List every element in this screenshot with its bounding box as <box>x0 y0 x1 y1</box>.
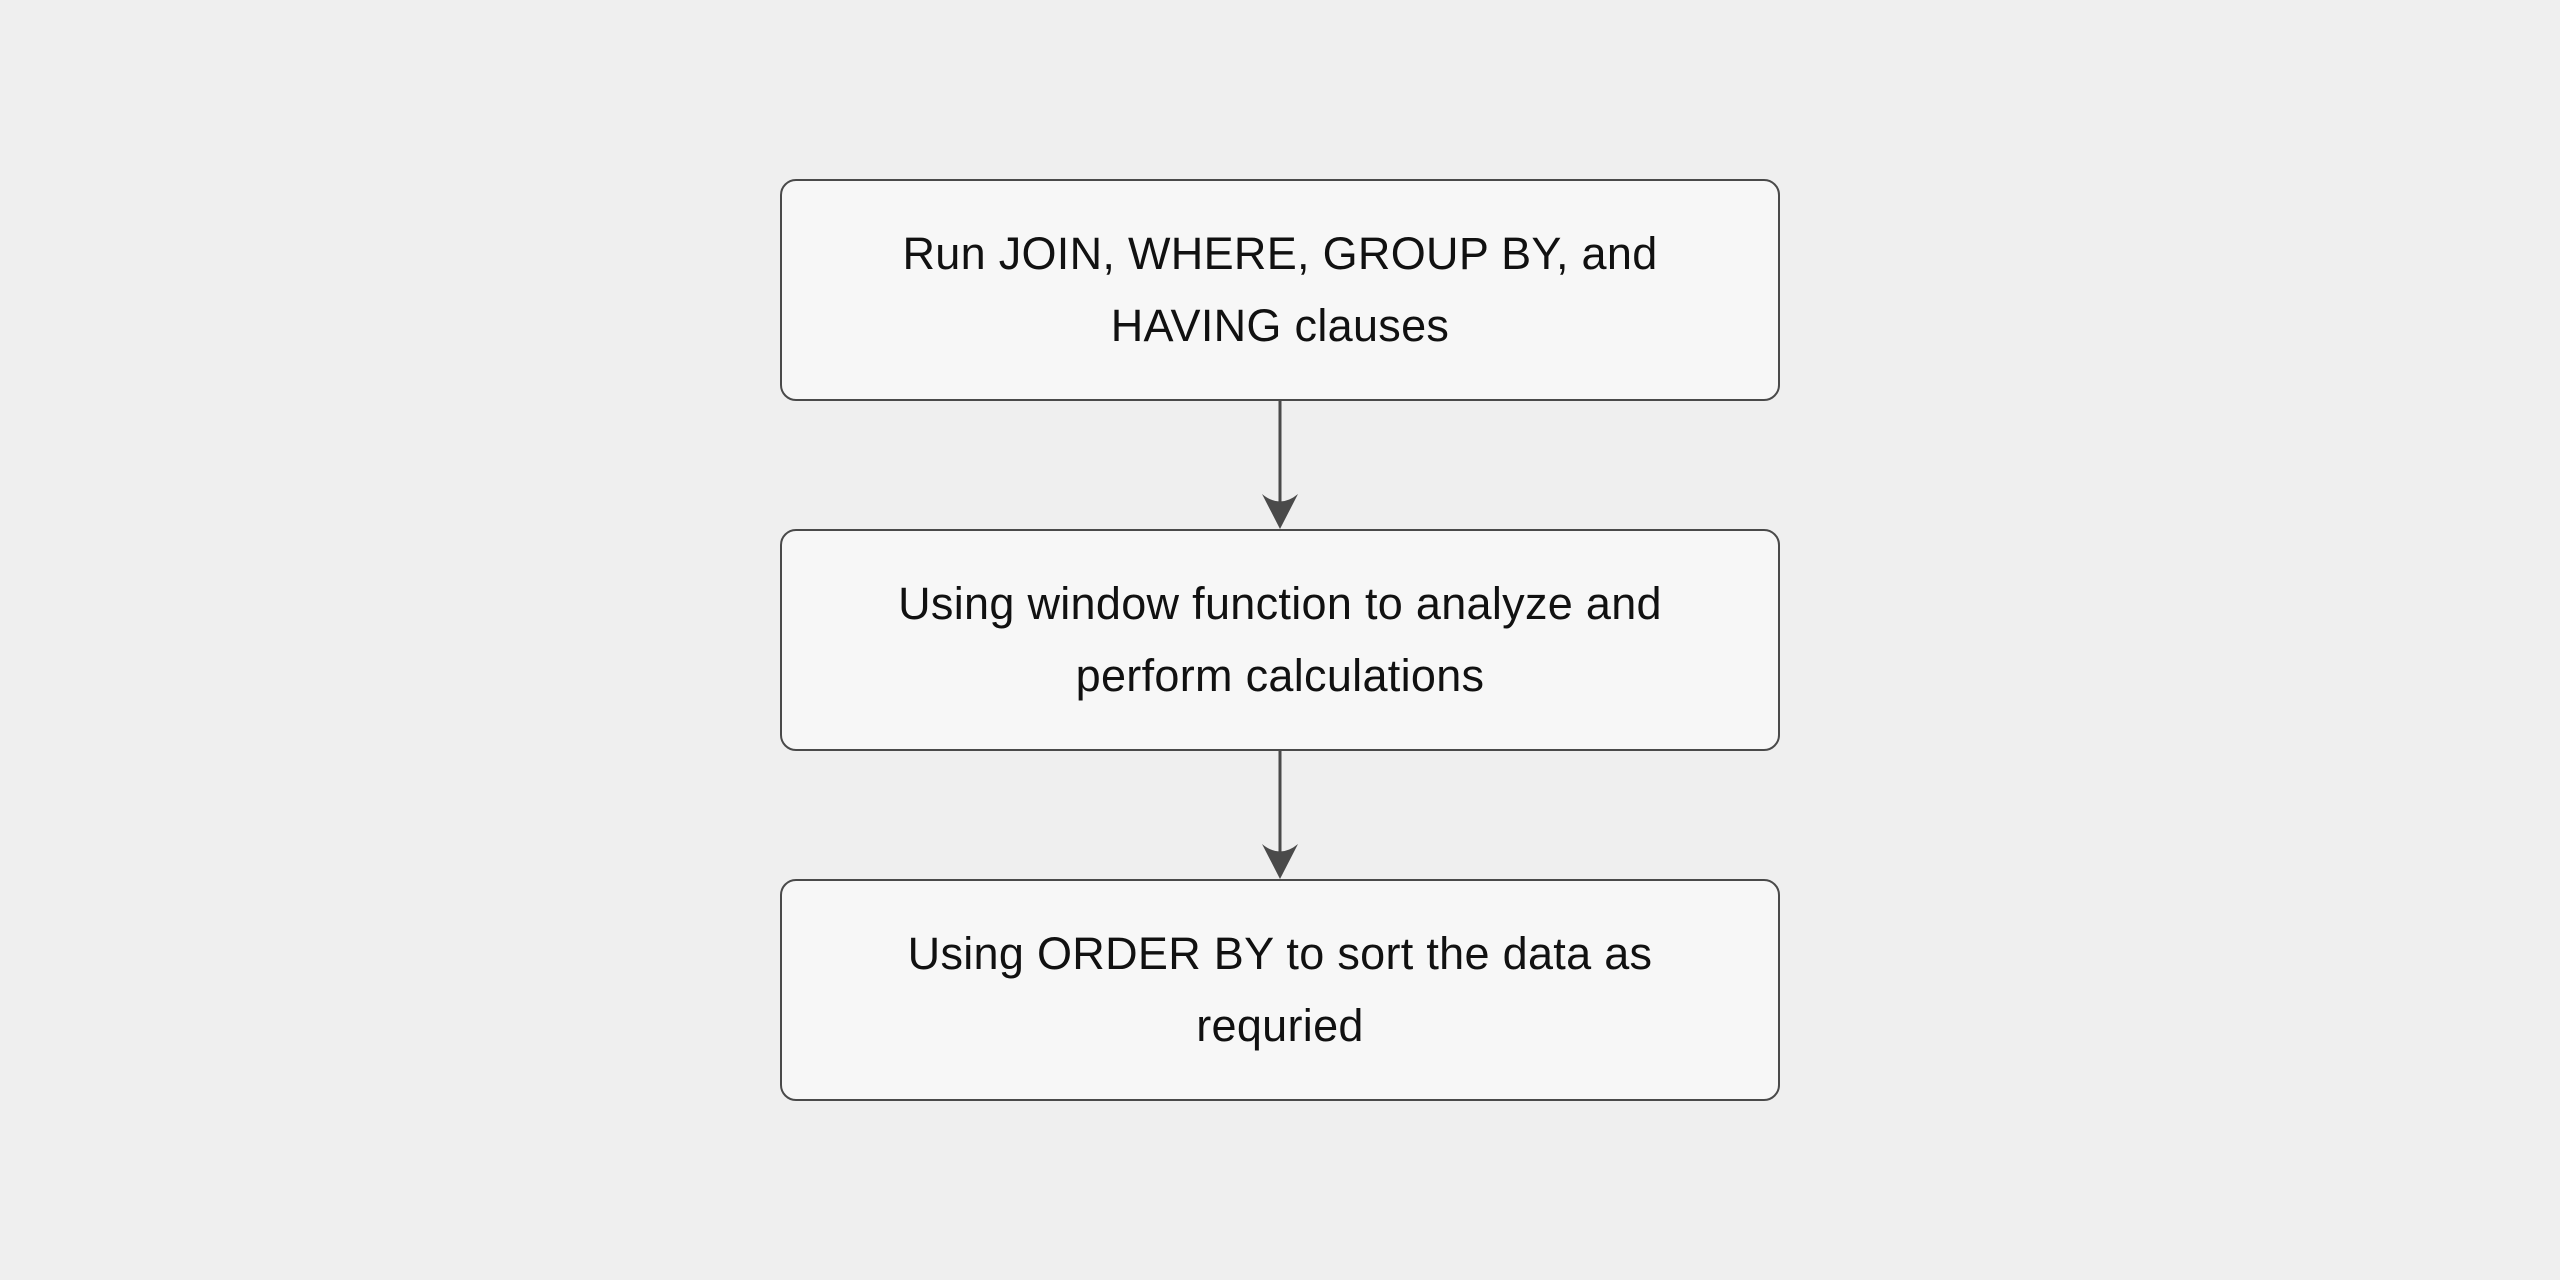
flow-node-step-3: Using ORDER BY to sort the data as requr… <box>780 879 1780 1101</box>
flow-node-step-1: Run JOIN, WHERE, GROUP BY, and HAVING cl… <box>780 179 1780 401</box>
flow-node-step-1-label: Run JOIN, WHERE, GROUP BY, and HAVING cl… <box>902 228 1658 351</box>
flow-node-step-2: Using window function to analyze and per… <box>780 529 1780 751</box>
flow-node-step-3-label: Using ORDER BY to sort the data as requr… <box>907 928 1653 1051</box>
flowchart: Run JOIN, WHERE, GROUP BY, and HAVING cl… <box>780 179 1780 1101</box>
arrow-down-icon <box>1248 751 1312 879</box>
arrow-down-icon <box>1248 401 1312 529</box>
flow-node-step-2-label: Using window function to analyze and per… <box>898 578 1662 701</box>
